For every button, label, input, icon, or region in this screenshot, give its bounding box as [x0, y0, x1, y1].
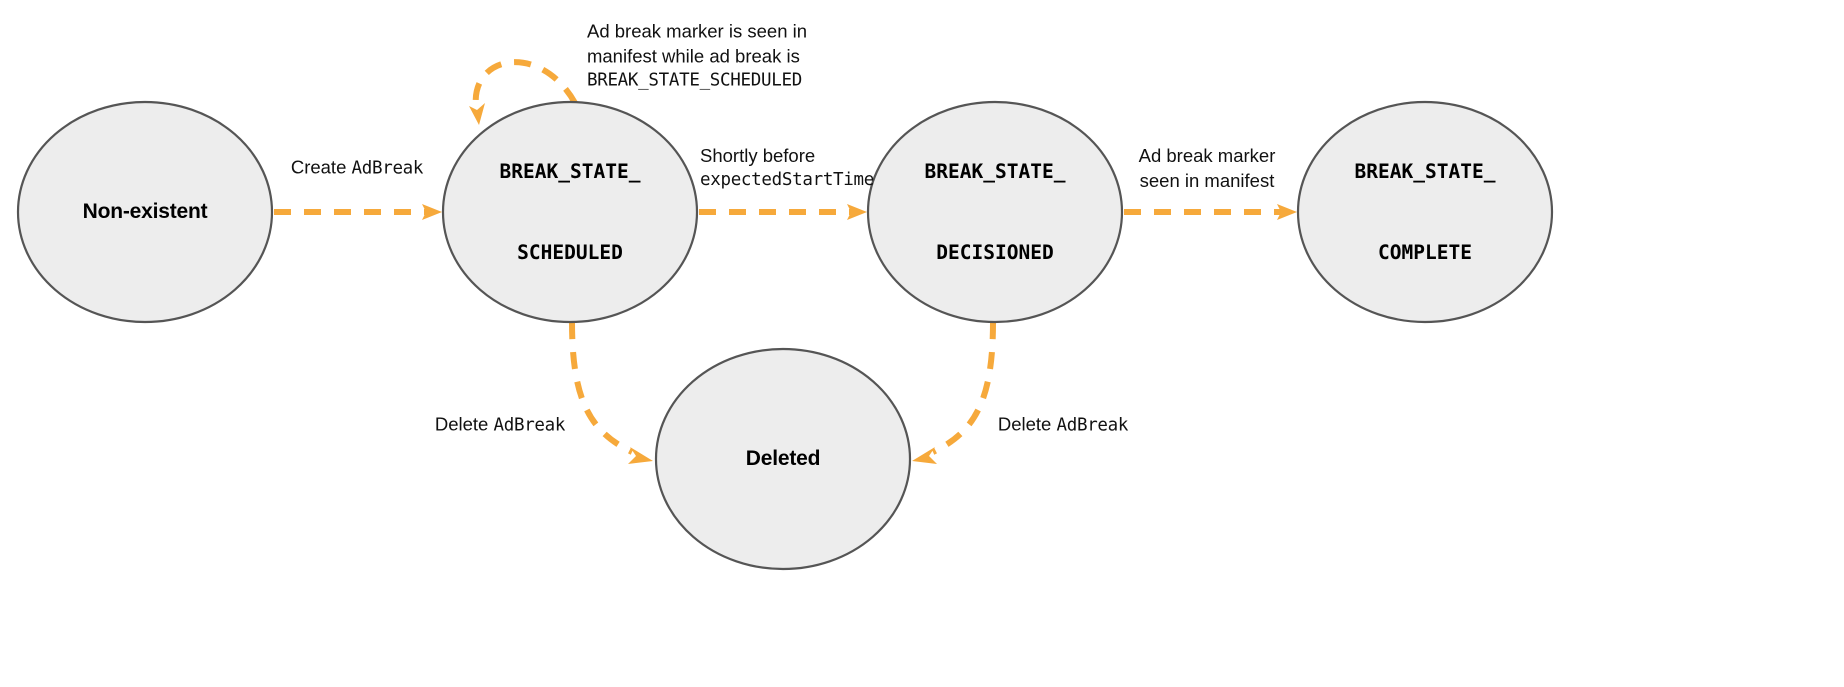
- node-non-existent[interactable]: [16, 100, 274, 324]
- edge-create-adbreak: [274, 204, 442, 220]
- node-break-state-decisioned[interactable]: [866, 100, 1124, 324]
- edge-ad-break-marker-seen: [1124, 204, 1297, 220]
- edge-delete-adbreak-scheduled: [569, 321, 653, 464]
- edge-self-loop-scheduled: [469, 59, 578, 125]
- node-break-state-scheduled[interactable]: [441, 100, 699, 324]
- node-break-state-complete[interactable]: [1296, 100, 1554, 324]
- edge-delete-adbreak-decisioned: [912, 321, 996, 464]
- node-deleted[interactable]: [654, 347, 912, 571]
- edge-shortly-before: [699, 204, 867, 220]
